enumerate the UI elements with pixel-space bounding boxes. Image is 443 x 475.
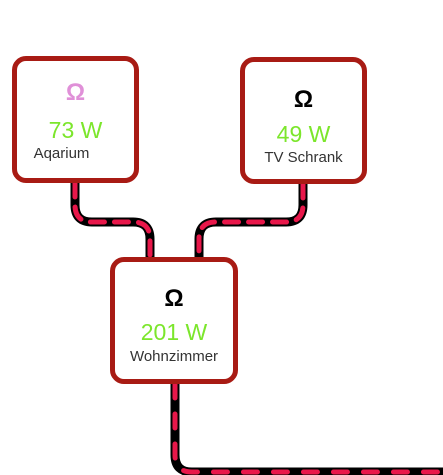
flow-wohnzimmer-downstream xyxy=(172,381,443,475)
wire-aquarium-to-wohnzimmer xyxy=(70,183,155,257)
flow-tv-to-wohnzimmer xyxy=(196,181,306,260)
node-wohnzimmer[interactable]: Ω 201 W Wohnzimmer xyxy=(110,257,238,384)
power-value: 49 W xyxy=(276,121,331,147)
wire-wohnzimmer-downstream xyxy=(170,384,443,475)
node-aquarium[interactable]: Ω 73 W Aqarium xyxy=(12,56,139,183)
node-label: Aqarium xyxy=(33,145,90,162)
node-label: TV Schrank xyxy=(264,149,343,166)
omega-icon: Ω xyxy=(164,285,184,312)
power-value: 201 W xyxy=(140,319,208,345)
flow-aquarium-to-wohnzimmer xyxy=(72,180,153,260)
power-value: 73 W xyxy=(48,117,103,143)
node-tv-schrank[interactable]: Ω 49 W TV Schrank xyxy=(240,57,367,184)
omega-icon: Ω xyxy=(293,86,314,113)
omega-icon: Ω xyxy=(65,79,86,106)
node-label: Wohnzimmer xyxy=(129,348,219,365)
